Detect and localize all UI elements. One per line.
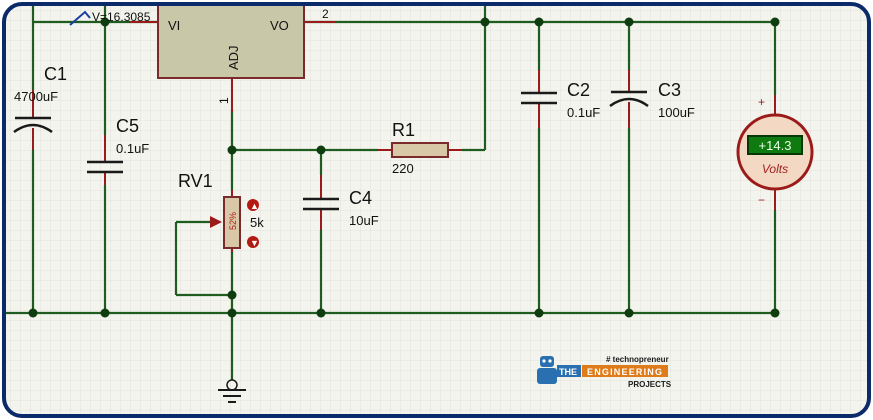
voltmeter-display bbox=[747, 135, 803, 155]
probe-label: V=16.3085 bbox=[92, 10, 151, 24]
c4-value: 10uF bbox=[349, 213, 379, 228]
capacitor-c2[interactable]: C2 0.1uF bbox=[521, 70, 600, 128]
rv1-decrease-button[interactable]: ▼ bbox=[247, 236, 259, 248]
regulator-pin-out-number: 2 bbox=[322, 7, 329, 21]
c3-value: 100uF bbox=[658, 105, 695, 120]
c4-name: C4 bbox=[349, 188, 372, 208]
probe-arrow-icon bbox=[69, 10, 91, 26]
grid bbox=[4, 4, 869, 416]
c5-value: 0.1uF bbox=[116, 141, 149, 156]
regulator-body bbox=[157, 3, 305, 79]
voltage-probe[interactable]: V=16.3085 bbox=[69, 10, 151, 26]
voltage-regulator[interactable]: VI VO ADJ 2 1 bbox=[130, 3, 335, 112]
voltmeter-plus: + bbox=[758, 95, 765, 109]
logo-tagline: # technopreneur bbox=[606, 355, 669, 364]
regulator-pin-adj: ADJ bbox=[226, 45, 241, 70]
c5-name: C5 bbox=[116, 116, 139, 136]
c2-value: 0.1uF bbox=[567, 105, 600, 120]
regulator-pin-vi: VI bbox=[168, 18, 180, 33]
wires bbox=[6, 4, 777, 380]
svg-text:▲: ▲ bbox=[250, 201, 259, 211]
capacitor-c1[interactable]: C1 4700uF bbox=[13, 64, 67, 150]
r1-name: R1 bbox=[392, 120, 415, 140]
logo-the: THE bbox=[559, 367, 577, 377]
voltmeter-reading: +14.3 bbox=[759, 138, 792, 153]
ground-terminal[interactable] bbox=[218, 379, 246, 403]
svg-text:▼: ▼ bbox=[250, 238, 259, 248]
capacitor-c3[interactable]: C3 100uF bbox=[609, 70, 695, 128]
capacitor-c5[interactable]: C5 0.1uF bbox=[87, 116, 149, 185]
rv1-name: RV1 bbox=[178, 171, 213, 191]
c2-name: C2 bbox=[567, 80, 590, 100]
regulator-pin-adj-number: 1 bbox=[217, 97, 231, 104]
rv1-percent: 52% bbox=[228, 212, 238, 230]
logo-sub: PROJECTS bbox=[628, 380, 672, 389]
logo-name: ENGINEERING bbox=[587, 367, 663, 377]
voltmeter-unit: Volts bbox=[762, 162, 788, 176]
rv1-wiper-icon bbox=[210, 216, 222, 228]
voltmeter-minus: − bbox=[758, 193, 765, 207]
dc-voltmeter[interactable]: +14.3 Volts + − bbox=[736, 95, 814, 210]
rv1-increase-button[interactable]: ▲ bbox=[247, 199, 259, 211]
capacitor-c4[interactable]: C4 10uF bbox=[303, 175, 379, 230]
c1-value: 4700uF bbox=[14, 89, 58, 104]
engineering-projects-logo: # technopreneur THE ENGINEERING PROJECTS bbox=[537, 355, 672, 389]
c3-name: C3 bbox=[658, 80, 681, 100]
c1-name: C1 bbox=[44, 64, 67, 84]
rv1-value: 5k bbox=[250, 215, 264, 230]
resistor-r1[interactable]: R1 220 bbox=[378, 120, 462, 176]
regulator-pin-vo: VO bbox=[270, 18, 289, 33]
r1-value: 220 bbox=[392, 161, 414, 176]
junction-dots bbox=[28, 17, 780, 318]
robot-logo-icon bbox=[537, 356, 557, 384]
potentiometer-rv1[interactable]: 52% RV1 5k ▲ ▼ bbox=[178, 171, 264, 252]
rv1-body bbox=[223, 196, 241, 249]
r1-body bbox=[391, 142, 449, 158]
